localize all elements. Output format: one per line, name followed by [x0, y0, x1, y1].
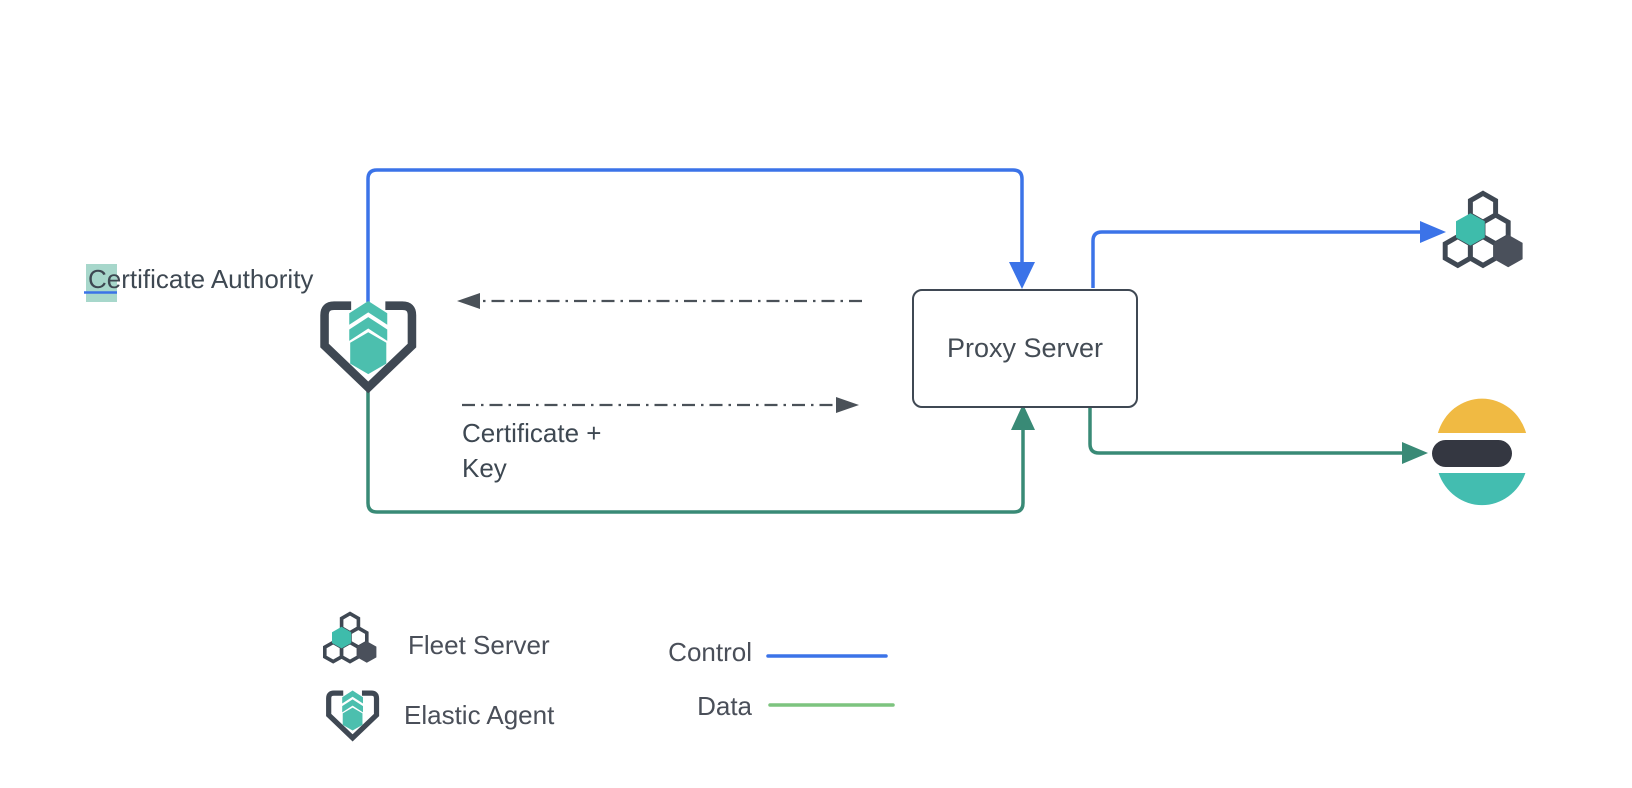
fleet-hex-dark — [1493, 234, 1523, 268]
arrowhead-data-into-elasticsearch — [1402, 442, 1428, 464]
agent-chevron-top — [349, 300, 388, 325]
fleet-server-icon — [1442, 190, 1523, 269]
elasticsearch-top-segment — [1437, 398, 1527, 433]
certificate-key-annotation: Certificate + Key — [462, 418, 602, 483]
agent-hexagon — [342, 707, 363, 731]
elasticsearch-bottom-segment — [1438, 473, 1526, 506]
fleet-hex-teal — [332, 626, 352, 649]
arrowhead-control-into-proxy — [1009, 262, 1035, 289]
data-flow-proxy-to-elasticsearch — [1088, 405, 1404, 455]
legend-fleet-server-icon — [323, 611, 377, 664]
elastic-agent-icon — [320, 300, 417, 394]
elasticsearch-middle-bar — [1432, 440, 1512, 467]
data-flow-agent-to-proxy — [366, 390, 1025, 514]
fleet-hex-dark — [357, 641, 377, 663]
agent-hexagon — [350, 332, 387, 375]
arrowhead-data-into-proxy — [1011, 404, 1035, 430]
proxy-server-node: Proxy Server — [912, 289, 1138, 408]
agent-chevron-bottom — [342, 699, 363, 713]
legend-flow-control-label: Control — [668, 637, 752, 667]
legend-flow-data-label: Data — [697, 691, 752, 721]
arrowhead-control-into-fleet — [1420, 221, 1446, 243]
elasticsearch-logo — [1432, 398, 1527, 506]
proxy-server-label: Proxy Server — [946, 333, 1104, 363]
agent-bracket — [326, 690, 380, 742]
arrowhead-dashed-right — [836, 397, 859, 413]
text-cursor-highlight — [86, 264, 117, 302]
legend-item-fleet-server-label: Fleet Server — [408, 630, 550, 660]
legend-elastic-agent-icon — [326, 690, 380, 742]
agent-chevron-top — [342, 690, 363, 704]
control-flow-proxy-to-fleet — [1091, 230, 1422, 288]
agent-chevron-bottom — [349, 317, 388, 341]
agent-bracket — [320, 301, 417, 394]
certificate-authority-label: Certificate Authority — [88, 264, 314, 294]
control-flow-agent-to-proxy — [366, 168, 1024, 302]
fleet-hex-teal — [1456, 213, 1485, 246]
legend-item-elastic-agent-label: Elastic Agent — [404, 700, 555, 730]
arrowhead-dashed-left — [457, 293, 480, 309]
